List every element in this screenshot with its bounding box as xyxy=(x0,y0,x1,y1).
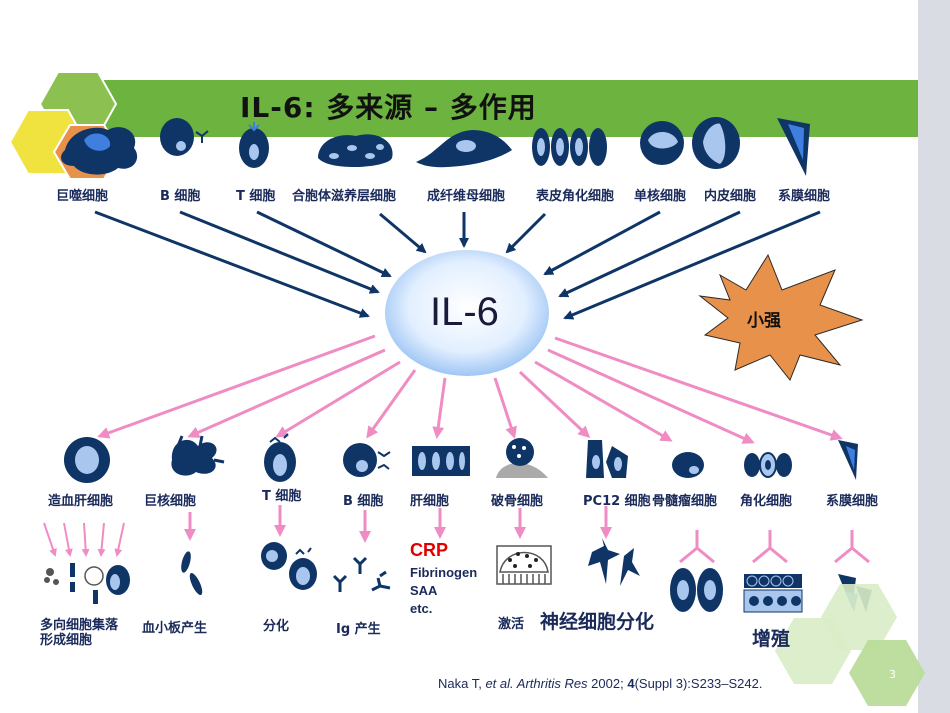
il6-center-ellipse xyxy=(385,250,549,376)
effect-bone-activation xyxy=(496,545,552,585)
effect-label-activation: 激活 xyxy=(498,617,525,632)
citation-authors: Naka T, xyxy=(438,676,486,691)
page-number: 3 xyxy=(889,668,896,681)
liver-product-crp: CRP xyxy=(410,540,449,560)
effect-differentiation xyxy=(261,542,317,590)
source-label-endothelial: 内皮细胞 xyxy=(704,189,757,204)
cell-keratinocyte xyxy=(532,128,607,166)
source-label-fibroblast: 成纤维母细胞 xyxy=(427,189,506,204)
star-label: 小强 xyxy=(747,311,781,331)
citation-year: 2002; xyxy=(587,676,628,691)
cell-endothelial xyxy=(692,117,740,169)
title-banner xyxy=(60,80,918,137)
effect-label-colony-line2: 形成细胞 xyxy=(40,633,93,648)
liver-product-etc: etc. xyxy=(410,601,433,616)
target-label-pc12: PC12 细胞 xyxy=(583,494,651,509)
cell-t-target xyxy=(264,433,296,482)
target-label-osteoclast: 破骨细胞 xyxy=(491,494,544,509)
right-sidebar xyxy=(918,0,950,713)
effect-label-differentiation: 分化 xyxy=(263,619,290,634)
effect-neurons xyxy=(588,538,640,586)
source-label-keratinocyte: 表皮角化细胞 xyxy=(536,189,615,204)
target-label-t-cell: T 细胞 xyxy=(262,489,302,504)
source-label-macrophage: 巨噬细胞 xyxy=(56,189,109,204)
cell-osteoclast xyxy=(496,438,548,478)
cell-hematopoietic xyxy=(64,437,110,483)
target-label-hematopoietic: 造血肝细胞 xyxy=(48,494,114,509)
burst-star xyxy=(698,253,864,381)
source-label-mesangial: 系膜细胞 xyxy=(778,189,831,204)
effect-label-colony-line1: 多向细胞集落 xyxy=(40,618,119,633)
citation-etal: et al. xyxy=(485,676,514,691)
cell-monocyte xyxy=(640,121,684,165)
cell-megakaryocyte xyxy=(171,435,225,476)
cell-macrophage xyxy=(61,127,138,175)
cell-keratinocyte-target xyxy=(744,452,792,478)
center-label: IL-6 xyxy=(430,290,499,334)
citation-pages: (Suppl 3):S233–S242. xyxy=(634,676,763,691)
citation-journal: Arthritis Res xyxy=(513,676,588,691)
cell-hepatocyte xyxy=(412,446,470,476)
cell-fibroblast xyxy=(416,130,512,168)
outgoing-arrows xyxy=(97,334,843,444)
effect-label-platelet: 血小板产生 xyxy=(142,621,208,636)
cell-pc12 xyxy=(586,440,628,478)
cell-b-source xyxy=(160,118,209,156)
effect-colony-cells xyxy=(44,563,130,604)
source-label-t-cell: T 细胞 xyxy=(236,189,276,204)
liver-product-fibrinogen: Fibrinogen xyxy=(410,565,478,580)
slide-title: IL-6: 多来源 – 多作用 xyxy=(240,91,537,124)
effect-platelets xyxy=(181,551,203,596)
cell-mesangial-source xyxy=(777,118,810,176)
cell-syncytiotrophoblast xyxy=(318,134,393,168)
citation-volume: 4 xyxy=(627,676,635,691)
target-label-megakaryocyte: 巨核细胞 xyxy=(144,494,197,509)
effect-label-proliferation: 增殖 xyxy=(752,628,791,650)
target-label-myeloma: 骨髓瘤细胞 xyxy=(652,494,718,509)
incoming-arrows xyxy=(94,210,821,320)
source-label-syncytiotrophoblast: 合胞体滋养层细胞 xyxy=(292,189,397,204)
effect-keratinocyte-proliferation xyxy=(743,574,803,613)
cell-mesangial-target xyxy=(838,440,858,480)
effect-ig-antibodies xyxy=(332,556,391,592)
effect-myeloma-proliferation xyxy=(670,568,723,612)
cell-b-target xyxy=(343,443,391,477)
source-label-monocyte: 单核细胞 xyxy=(634,189,687,204)
citation: Naka T, et al. Arthritis Res 2002; 4(Sup… xyxy=(438,676,763,691)
liver-product-saa: SAA xyxy=(410,583,438,598)
target-label-mesangial: 系膜细胞 xyxy=(826,494,879,509)
cell-t-source xyxy=(239,122,269,168)
cell-myeloma xyxy=(672,452,704,478)
target-label-keratinocyte: 角化细胞 xyxy=(740,494,793,509)
effect-arrows xyxy=(43,505,870,564)
target-label-b-cell: B 细胞 xyxy=(343,494,384,509)
effect-label-ig: Ig 产生 xyxy=(336,622,381,637)
effect-label-neuro: 神经细胞分化 xyxy=(540,611,655,633)
hexagon-decoration-bottom xyxy=(775,584,925,706)
target-label-hepatocyte: 肝细胞 xyxy=(410,494,450,509)
source-label-b-cell: B 细胞 xyxy=(160,189,201,204)
